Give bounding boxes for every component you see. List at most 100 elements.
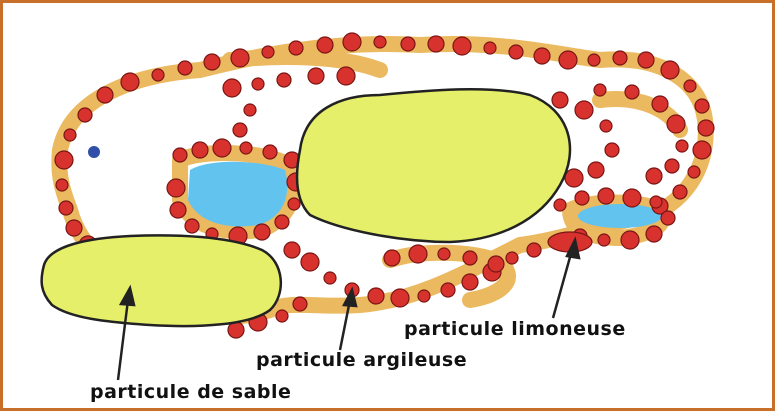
silt-particle — [343, 33, 361, 51]
silt-particle — [170, 202, 186, 218]
silt-particle — [254, 224, 270, 240]
sand-particle — [42, 235, 281, 326]
silt-particle — [638, 52, 654, 68]
silt-particle — [438, 248, 450, 260]
pore-dot — [88, 146, 100, 158]
silt-particle — [661, 211, 675, 225]
silt-particle — [621, 231, 639, 249]
silt-particle — [284, 242, 300, 258]
silt-particle — [228, 322, 244, 338]
silt-particle — [667, 115, 685, 133]
silt-particle — [598, 234, 610, 246]
silt-particle — [661, 61, 679, 79]
silt-particle — [293, 297, 307, 311]
silt-particle — [167, 179, 185, 197]
silt-particle — [276, 310, 288, 322]
silt-particle — [552, 92, 568, 108]
silt-particle — [66, 220, 82, 236]
silt-particle — [59, 201, 73, 215]
silt-particle — [484, 42, 496, 54]
silt-particle — [252, 78, 264, 90]
silt-particle — [527, 243, 541, 257]
silt-particle — [600, 120, 612, 132]
silt-particle — [684, 80, 696, 92]
silt-particle — [665, 159, 679, 173]
silt-particle — [308, 68, 324, 84]
label-particule-argileuse: particule argileuse — [256, 349, 467, 371]
silt-particle — [178, 61, 192, 75]
silt-particle — [192, 142, 208, 158]
silt-particle — [463, 251, 477, 265]
silt-particle — [233, 123, 247, 137]
silt-particle — [506, 252, 518, 264]
silt-particle — [695, 99, 709, 113]
silt-particle — [401, 37, 415, 51]
silt-particle — [441, 283, 455, 297]
water-pore — [578, 204, 662, 228]
silt-particle — [97, 87, 113, 103]
silt-particle — [693, 141, 711, 159]
label-particule-de-sable: particule de sable — [90, 381, 291, 403]
silt-particle — [594, 84, 606, 96]
silt-particle — [244, 104, 256, 116]
silt-particle — [698, 120, 714, 136]
silt-particle — [64, 129, 76, 141]
silt-particle — [121, 73, 139, 91]
silt-particle — [324, 272, 336, 284]
silt-particle — [275, 215, 289, 229]
silt-particle — [646, 226, 662, 242]
silt-particle — [613, 51, 627, 65]
silt-particle — [240, 142, 252, 154]
silt-particle — [588, 54, 600, 66]
silt-particle — [223, 79, 241, 97]
silt-particle — [598, 188, 614, 204]
silt-particle — [368, 288, 384, 304]
silt-particle — [625, 85, 639, 99]
silt-particle — [173, 148, 187, 162]
silt-particle — [673, 185, 687, 199]
silt-particle — [428, 36, 444, 52]
label-particule-limoneuse: particule limoneuse — [404, 318, 626, 340]
silt-particle — [534, 48, 550, 64]
silt-particle — [337, 67, 355, 85]
silt-particle — [289, 41, 303, 55]
silt-particle — [55, 151, 73, 169]
silt-particle — [646, 168, 662, 184]
silt-particle — [652, 96, 668, 112]
silt-particle — [575, 101, 593, 119]
silt-particle — [623, 189, 641, 207]
silt-particle — [391, 289, 409, 307]
silt-particle — [509, 45, 523, 59]
silt-particle — [462, 274, 478, 290]
sand-particle — [297, 89, 570, 242]
silt-particle — [384, 250, 400, 266]
silt-particle — [554, 199, 566, 211]
silt-particle — [185, 219, 199, 233]
silt-particle — [453, 37, 471, 55]
silt-particle — [152, 69, 164, 81]
silt-particle — [374, 36, 386, 48]
silt-particle — [565, 169, 583, 187]
silt-particle — [650, 196, 662, 208]
silt-particle — [231, 49, 249, 67]
silt-particle — [263, 145, 277, 159]
silt-particle — [56, 179, 68, 191]
silt-particle — [301, 253, 319, 271]
silt-particle — [213, 139, 231, 157]
silt-particle — [559, 51, 577, 69]
silt-particle — [575, 191, 589, 205]
silt-particle — [605, 143, 619, 157]
water-pore — [188, 162, 287, 227]
silt-particle — [262, 46, 274, 58]
silt-particle — [688, 166, 700, 178]
arrow-limon — [553, 250, 572, 318]
silt-particle — [488, 256, 504, 272]
silt-particle — [288, 198, 300, 210]
silt-particle — [418, 290, 430, 302]
silt-particle — [204, 54, 220, 70]
silt-particle — [409, 245, 427, 263]
silt-particle — [277, 73, 291, 87]
silt-particle — [78, 108, 92, 122]
silt-particle — [676, 140, 688, 152]
silt-particle — [588, 162, 604, 178]
